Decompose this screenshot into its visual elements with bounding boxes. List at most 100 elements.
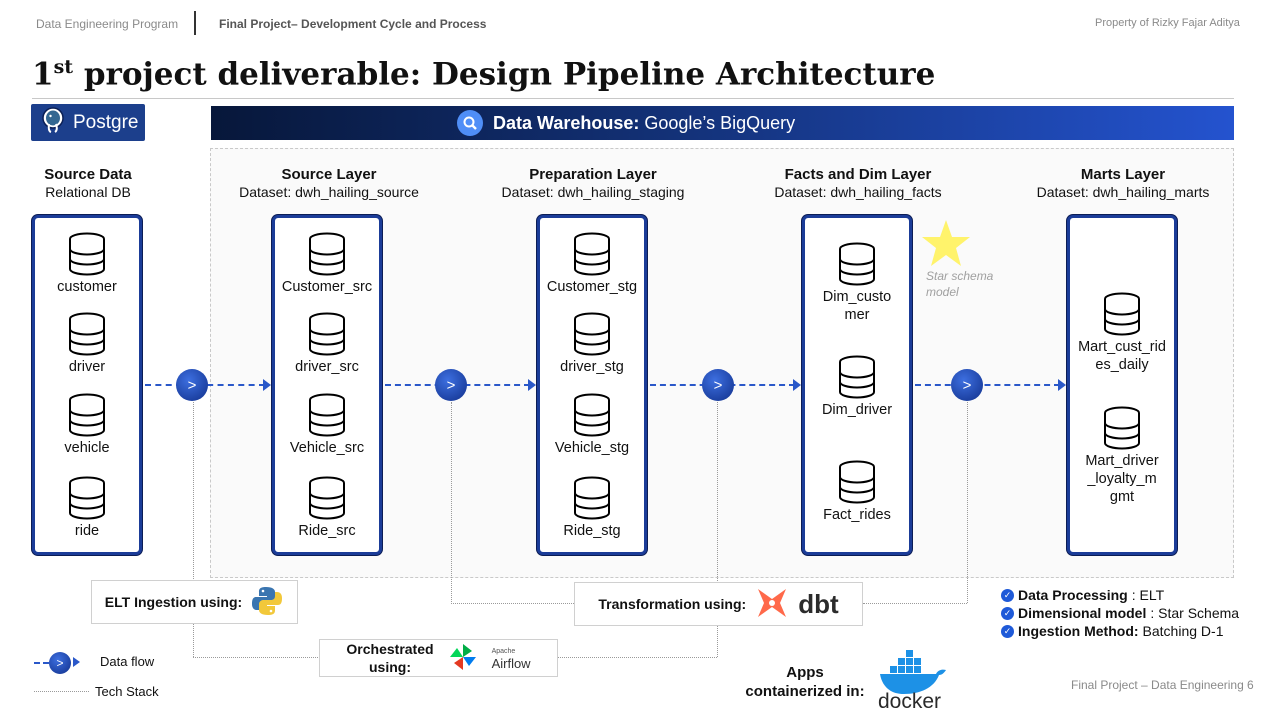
property-label: Property of Rizky Fajar Aditya <box>1095 17 1240 29</box>
airflow-small-label: Apache <box>491 648 516 655</box>
table-item: driver_stg <box>540 312 644 376</box>
table-item: Vehicle_stg <box>540 393 644 457</box>
note-value: : ELT <box>1131 587 1165 603</box>
table-item: Dim_custo mer <box>805 242 909 324</box>
database-icon <box>839 242 875 286</box>
tech-connector <box>193 657 318 658</box>
database-icon <box>574 232 610 276</box>
table-name: Customer_src <box>281 279 373 295</box>
page-title: 1st project deliverable: Design Pipeline… <box>32 56 935 92</box>
flow-line <box>915 384 1060 386</box>
footer-text: Final Project – Data Engineering <box>1071 678 1244 692</box>
arrow-head-icon <box>793 379 801 391</box>
column-title-preparation: Preparation Layer <box>529 166 657 183</box>
tech-connector <box>451 603 574 604</box>
airflow-wordmark: Apache Airflow <box>492 646 531 670</box>
flow-node: > <box>176 369 208 401</box>
column-subtitle-marts: Dataset: dwh_hailing_marts <box>1036 184 1210 200</box>
python-icon <box>250 585 284 620</box>
project-label: Final Project– Development Cycle and Pro… <box>219 17 487 31</box>
tech-connector <box>558 657 717 658</box>
database-icon <box>69 232 105 276</box>
star-schema-note: Star schema model <box>926 269 994 299</box>
table-name: customer <box>57 279 117 295</box>
note-item: ✓Dimensional model: Star Schema <box>1001 604 1239 622</box>
containerized-label: Apps containerized in: <box>745 664 865 700</box>
table-item: driver <box>35 312 139 376</box>
program-label: Data Engineering Program <box>36 17 179 31</box>
tech-connector <box>717 402 718 657</box>
bigquery-icon <box>457 110 483 136</box>
check-icon: ✓ <box>1001 606 1014 620</box>
header-divider <box>194 11 196 35</box>
database-icon <box>69 476 105 520</box>
title-ordinal-suffix: st <box>53 56 74 78</box>
column-subtitle-source: Relational DB <box>45 184 131 200</box>
database-icon <box>69 312 105 356</box>
title-text: project deliverable: Design Pipeline Arc… <box>83 56 936 93</box>
source-data-panel: customer driver vehicle ride <box>32 215 142 555</box>
table-item: Fact_rides <box>805 460 909 524</box>
check-icon: ✓ <box>1001 588 1014 602</box>
postgre-badge: Postgre <box>31 104 145 141</box>
table-item: vehicle <box>35 393 139 457</box>
database-icon <box>309 476 345 520</box>
table-name: driver_stg <box>560 359 624 375</box>
table-name: Dim_custo mer <box>822 289 892 323</box>
legend-flow-node: > <box>49 652 71 674</box>
table-name: driver <box>68 359 106 375</box>
source-layer-panel: Customer_src driver_src Vehicle_src Ride… <box>272 215 382 555</box>
database-icon <box>309 232 345 276</box>
table-name: Vehicle_stg <box>554 440 630 456</box>
database-icon <box>69 393 105 437</box>
column-subtitle-preparation: Dataset: dwh_hailing_staging <box>501 184 685 200</box>
table-name: Customer_stg <box>546 279 638 295</box>
dbt-logo-icon <box>754 587 790 622</box>
note-item: ✓Ingestion Method: Batching D-1 <box>1001 622 1239 640</box>
arrow-head-icon <box>1058 379 1066 391</box>
marts-layer-panel: Mart_cust_rid es_daily Mart_driver _loya… <box>1067 215 1177 555</box>
page-number: 6 <box>1247 678 1254 692</box>
notes-list: ✓ Data Processing: ELT ✓Dimensional model… <box>1001 586 1239 640</box>
airflow-pinwheel-icon <box>448 642 478 675</box>
database-icon <box>574 312 610 356</box>
table-item: driver_src <box>275 312 379 376</box>
title-ordinal: 1 <box>32 56 54 93</box>
docker-wordmark: docker <box>878 690 942 713</box>
warehouse-label: Data Warehouse: <box>493 112 640 133</box>
note-label: Data Processing <box>1018 587 1128 603</box>
postgres-elephant-icon <box>39 106 67 140</box>
elt-ingestion-label: ELT Ingestion using: <box>104 594 243 610</box>
warehouse-value: Google’s BigQuery <box>644 112 796 133</box>
table-name: driver_src <box>295 359 359 375</box>
column-title-marts: Marts Layer <box>1080 166 1166 183</box>
table-name: Fact_rides <box>823 507 891 523</box>
warehouse-bar: Data Warehouse: Google’s BigQuery <box>211 106 1234 140</box>
database-icon <box>839 460 875 504</box>
check-icon: ✓ <box>1001 624 1014 638</box>
flow-node: > <box>702 369 734 401</box>
star-icon <box>920 218 972 273</box>
arrow-head-icon <box>528 379 536 391</box>
transformation-box: Transformation using: dbt <box>574 582 863 626</box>
airflow-label: Airflow <box>491 656 531 671</box>
table-name: Ride_stg <box>563 523 621 539</box>
table-item: Vehicle_src <box>275 393 379 457</box>
table-item: Customer_src <box>275 232 379 296</box>
table-item: Ride_src <box>275 476 379 540</box>
title-rule <box>32 98 1234 99</box>
table-name: vehicle <box>64 440 110 456</box>
elt-ingestion-box: ELT Ingestion using: <box>91 580 298 624</box>
tech-connector <box>967 402 968 603</box>
legend-tech-stack-label: Tech Stack <box>95 684 159 699</box>
note-value: : Star Schema <box>1150 605 1240 621</box>
legend-data-flow-label: Data flow <box>100 654 155 669</box>
database-icon <box>1104 406 1140 450</box>
column-subtitle-source-layer: Dataset: dwh_hailing_source <box>239 184 419 200</box>
docker-whale-icon <box>876 650 948 699</box>
note-item: ✓ Data Processing: ELT <box>1001 586 1239 604</box>
table-name: Mart_cust_rid es_daily <box>1078 339 1166 373</box>
table-name: Ride_src <box>298 523 356 539</box>
database-icon <box>574 476 610 520</box>
flow-node: > <box>435 369 467 401</box>
